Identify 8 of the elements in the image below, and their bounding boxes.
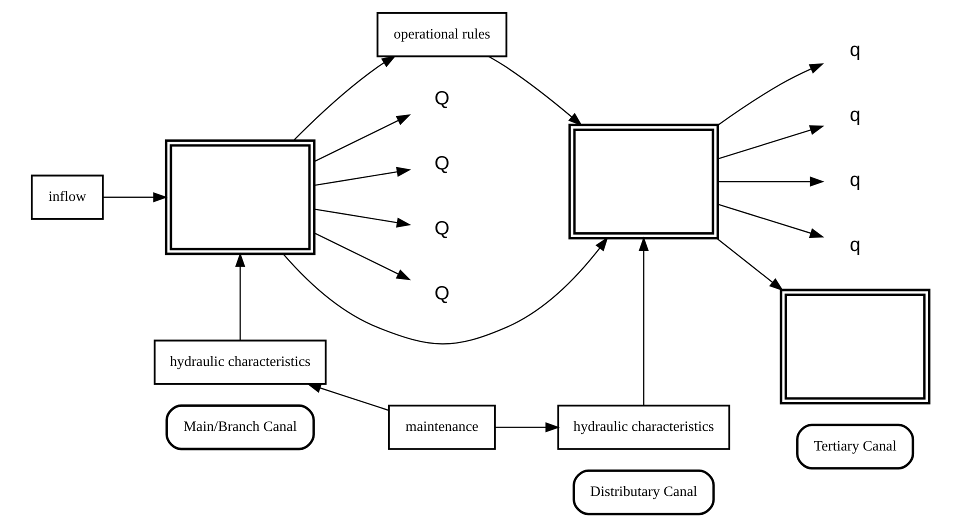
- node-text: Q: [434, 88, 450, 110]
- node-text: q: [850, 235, 860, 256]
- node-text: Q: [434, 283, 450, 304]
- node-text: q: [850, 40, 860, 62]
- node-text: q: [850, 105, 860, 126]
- node-text: q: [850, 170, 860, 192]
- node-text: Q: [434, 153, 450, 174]
- node-text: Q: [434, 218, 450, 240]
